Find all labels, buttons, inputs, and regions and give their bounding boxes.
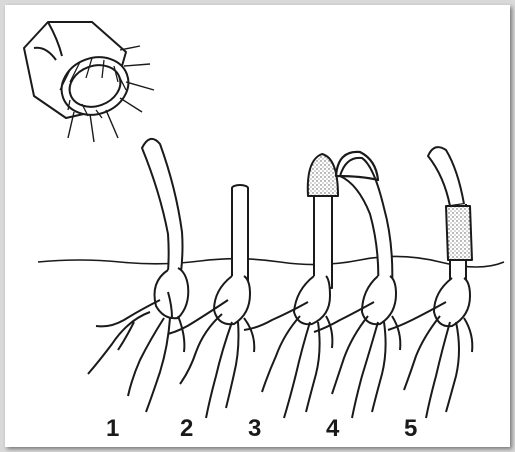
opaque-cap — [308, 154, 338, 196]
label-2: 2 — [180, 415, 193, 442]
label-5: 5 — [404, 415, 417, 442]
label-1: 1 — [106, 415, 119, 442]
seedling-5 — [388, 147, 472, 418]
label-4: 4 — [326, 415, 340, 442]
seedling-labels: 1 2 3 4 5 — [106, 415, 417, 442]
opaque-shield — [446, 206, 472, 260]
soil-line — [38, 256, 504, 267]
lamp-icon — [24, 22, 154, 142]
seedling-3 — [244, 154, 338, 418]
seedling-1 — [88, 139, 188, 412]
label-3: 3 — [248, 415, 261, 442]
